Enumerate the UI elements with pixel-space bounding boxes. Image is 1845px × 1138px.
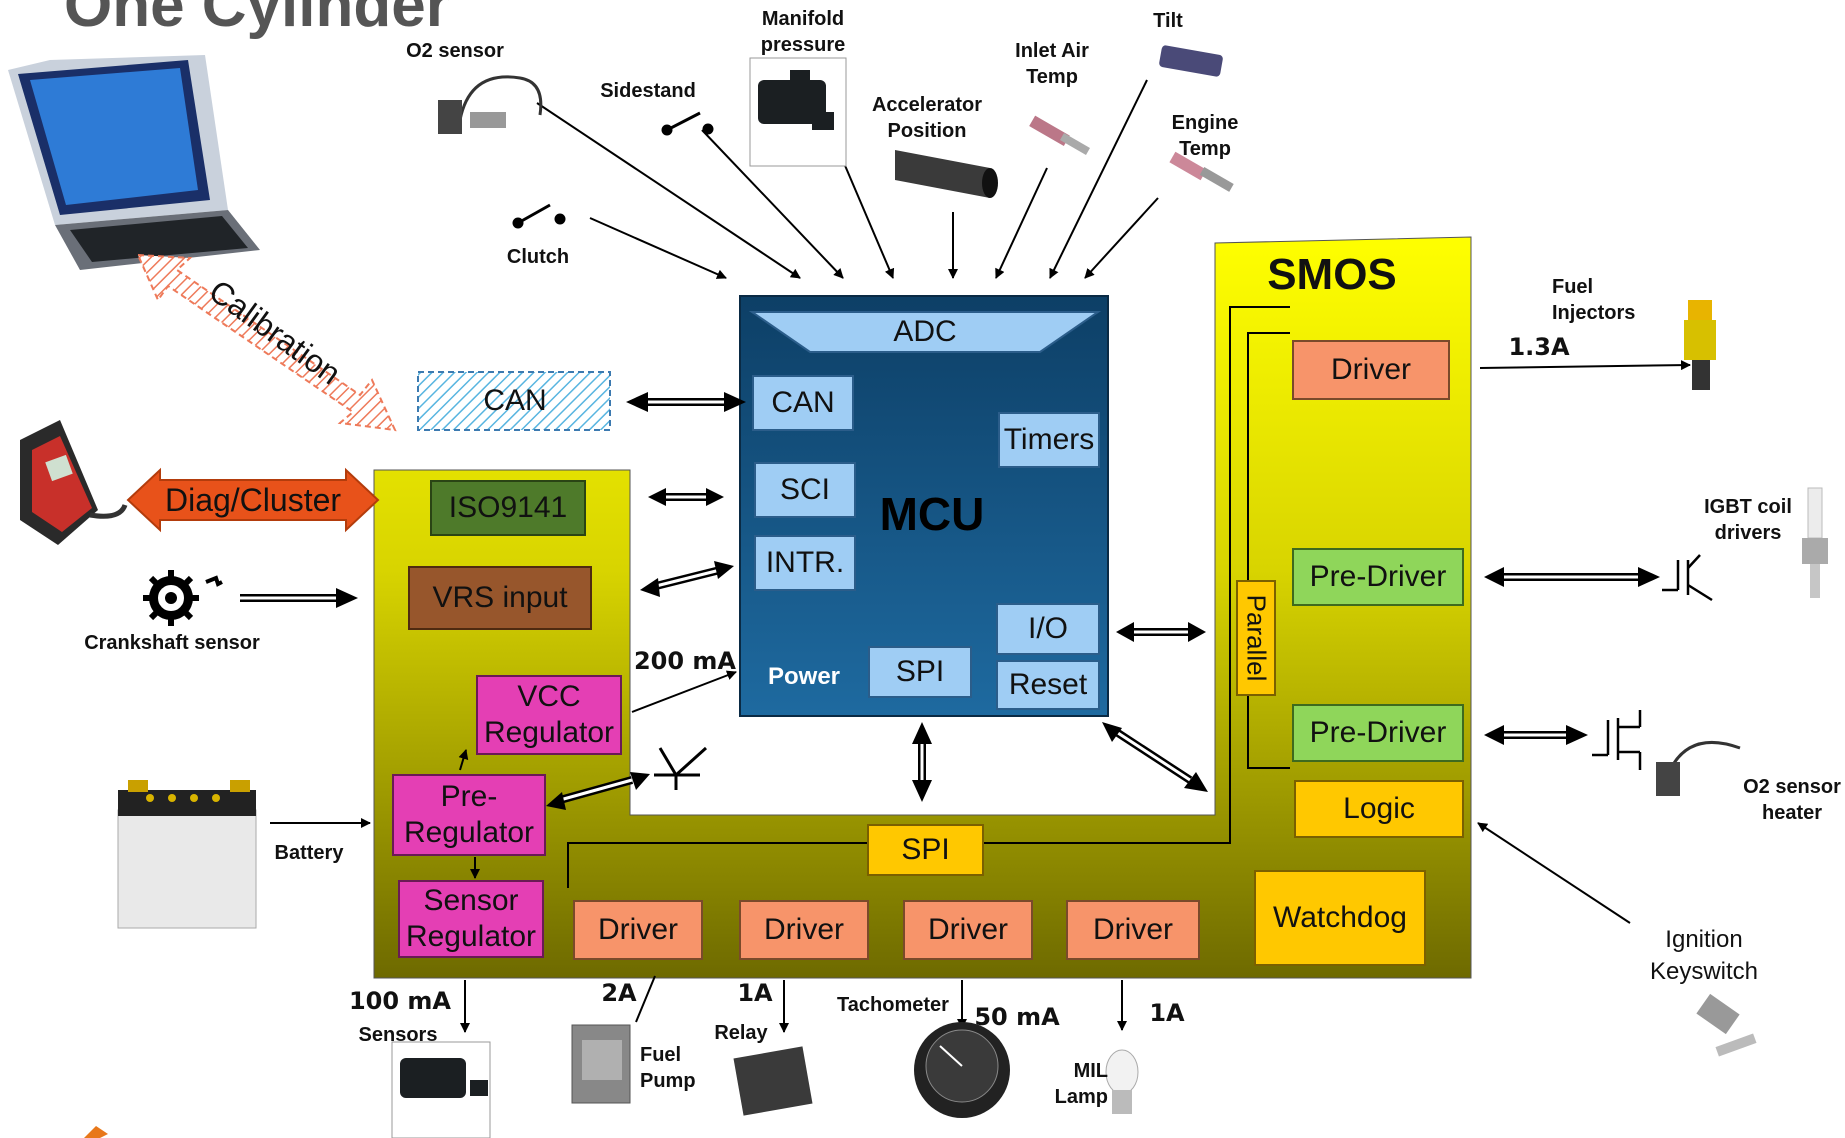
- smos-driver-block: Driver: [1292, 340, 1450, 400]
- o2-sensor-label: O2 sensor: [406, 40, 504, 62]
- mil-lamp-label: MIL Lamp: [1054, 1060, 1108, 1108]
- parallel-label: Parallel: [1241, 594, 1271, 682]
- mcu-power-label: Power: [767, 663, 841, 690]
- fuel-pump-icon: [571, 1024, 631, 1104]
- igbt-symbol-icon: [1662, 554, 1713, 602]
- driver-bottom-3: Driver: [903, 900, 1033, 960]
- pre-driver-2-block: Pre-Driver: [1292, 704, 1464, 762]
- vcc-regulator-block: VCC Regulator: [476, 675, 622, 755]
- logo-icon: [84, 1126, 108, 1138]
- pre-regulator-block: Pre-Regulator: [392, 774, 546, 856]
- inlet-air-temp-icon: [1029, 115, 1090, 155]
- parallel-bus-block: Parallel: [1236, 580, 1276, 696]
- relay-current-label: 1A: [737, 979, 773, 1007]
- fuel-injector-icon: [1684, 300, 1716, 390]
- mcu-timers-block: Timers: [998, 412, 1100, 468]
- sidestand-switch-icon: [661, 111, 714, 136]
- adc-trapezoid: [748, 311, 1102, 353]
- fuel-pump-label: Fuel Pump: [640, 1044, 696, 1092]
- o2-sensor-icon: [438, 75, 543, 134]
- relay-label: Relay: [714, 1022, 768, 1044]
- diag-cluster-label: Diag/Cluster: [164, 482, 342, 518]
- tachometer-current-label: 50 mA: [974, 1003, 1060, 1031]
- mcu-label: MCU: [879, 488, 985, 540]
- driver-bottom-2: Driver: [739, 900, 869, 960]
- logic-block: Logic: [1294, 780, 1464, 838]
- battery-label: Battery: [274, 842, 344, 864]
- bus-arrows: [240, 398, 1640, 804]
- spark-plug-icon: [1802, 487, 1828, 598]
- engine-temp-label: Engine Temp: [1171, 112, 1239, 160]
- igbt-coil-drivers-label: IGBT coil drivers: [1704, 496, 1792, 544]
- driver-bottom-1: Driver: [573, 900, 703, 960]
- power-current-label: 200 mA: [633, 647, 737, 675]
- can-external-box: [417, 371, 611, 431]
- diag-cluster-arrow-shape: [126, 467, 380, 533]
- sensor-regulator-block: Sensor Regulator: [398, 880, 544, 958]
- mcu-sci-block: SCI: [754, 462, 856, 518]
- mcu-intr-block: INTR.: [754, 535, 856, 591]
- scan-tool-icon: [20, 420, 128, 545]
- engine-temp-icon: [1169, 151, 1234, 192]
- mil-lamp-icon: [1105, 1049, 1139, 1114]
- key-switch-icon: [1696, 993, 1757, 1057]
- mosfet-symbol-icon: [1592, 710, 1642, 770]
- laptop-icon: [8, 55, 260, 270]
- sensors-icon: [400, 1058, 488, 1098]
- battery-icon: [117, 780, 257, 929]
- fuel-injectors-label: Fuel Injectors: [1552, 276, 1636, 324]
- mcu-spi-block: SPI: [868, 646, 972, 698]
- transistor-icon: [654, 746, 708, 790]
- clutch-switch-icon: [512, 203, 566, 229]
- sidestand-label: Sidestand: [600, 80, 696, 102]
- ignition-keyswitch-label: Ignition Keyswitch: [1649, 926, 1759, 985]
- pre-driver-1-block: Pre-Driver: [1292, 548, 1464, 606]
- relay-icon: [733, 1046, 813, 1116]
- tachometer-icon: [914, 1022, 1010, 1118]
- mcu-can-block: CAN: [752, 375, 854, 431]
- smos-label: SMOS: [1267, 250, 1397, 299]
- tilt-label: Tilt: [1153, 10, 1183, 32]
- driver-bottom-4: Driver: [1066, 900, 1200, 960]
- o2-heater-sensor-icon: [1656, 740, 1741, 796]
- spi-bus-block: SPI: [867, 824, 984, 876]
- sensors-current-label: 100 mA: [348, 987, 452, 1015]
- iso9141-block: ISO9141: [430, 480, 586, 536]
- crankshaft-sensor-label: Crankshaft sensor: [84, 632, 260, 654]
- mcu-io-block: I/O: [996, 603, 1100, 655]
- manifold-pressure-sensor-icon: [758, 70, 834, 130]
- tachometer-label: Tachometer: [837, 994, 949, 1016]
- manifold-pressure-label: Manifold pressure: [760, 8, 846, 56]
- clutch-label: Clutch: [506, 246, 570, 268]
- adc-label: ADC: [893, 315, 957, 348]
- accelerator-grip-icon: [895, 150, 998, 198]
- watchdog-block: Watchdog: [1254, 870, 1426, 966]
- fuel-pump-current-label: 2A: [601, 979, 637, 1007]
- can-external-label: CAN: [483, 384, 547, 417]
- crankshaft-gear-icon: [143, 570, 223, 626]
- sensors-label: Sensors: [358, 1024, 438, 1046]
- o2-sensor-heater-label: O2 sensor heater: [1743, 776, 1841, 824]
- mcu-reset-block: Reset: [996, 660, 1100, 710]
- vrs-input-block: VRS input: [408, 566, 592, 630]
- mil-current-label: 1A: [1149, 999, 1185, 1027]
- injector-current-label: 1.3A: [1508, 333, 1570, 361]
- inlet-air-temp-label: Inlet Air Temp: [1015, 40, 1089, 88]
- tilt-sensor-icon: [1159, 45, 1223, 77]
- page-title: One Cylinder: [64, 0, 450, 40]
- accelerator-position-label: Accelerator Position: [871, 94, 983, 142]
- calibration-arrow-shape: [136, 253, 397, 432]
